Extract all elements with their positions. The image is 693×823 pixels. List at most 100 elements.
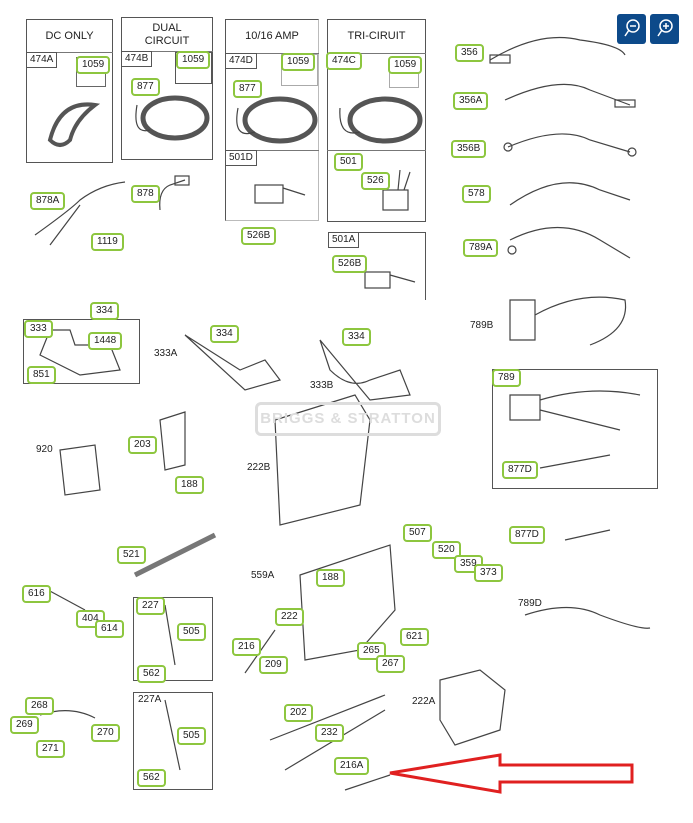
part-callout-216[interactable]: 216 — [232, 638, 261, 656]
zoom-in-icon — [657, 19, 673, 37]
part-callout-356[interactable]: 356 — [455, 44, 484, 62]
part-label-559A[interactable]: 559A — [251, 570, 275, 581]
part-callout-271[interactable]: 271 — [36, 740, 65, 758]
panel-title-10-16-amp: 10/16 AMP — [245, 30, 299, 42]
part-callout-227[interactable]: 227 — [136, 597, 165, 615]
part-callout-507[interactable]: 507 — [403, 524, 432, 542]
part-label-227A[interactable]: 227A — [138, 694, 162, 705]
part-callout-877[interactable]: 877 — [233, 80, 262, 98]
red-arrow — [389, 753, 634, 794]
part-callout-268[interactable]: 268 — [25, 697, 54, 715]
switch-789 — [509, 390, 641, 431]
part-callout-333[interactable]: 333 — [24, 320, 53, 338]
part-callout-1059[interactable]: 1059 — [388, 56, 423, 74]
part-callout-1059[interactable]: 1059 — [176, 51, 211, 69]
part-label-501D[interactable]: 501D — [225, 150, 257, 166]
bracket-203 — [159, 411, 186, 471]
stator-474A — [47, 102, 101, 147]
part-callout-521[interactable]: 521 — [117, 546, 146, 564]
part-callout-209[interactable]: 209 — [259, 656, 288, 674]
harness-356B — [507, 133, 631, 153]
part-callout-232[interactable]: 232 — [315, 724, 344, 742]
rod-521 — [133, 532, 217, 578]
part-callout-526B[interactable]: 526B — [332, 255, 368, 273]
wire-878A — [34, 181, 126, 246]
part-callout-789[interactable]: 789 — [492, 369, 521, 387]
zoom-out-button[interactable] — [617, 14, 646, 44]
part-callout-501[interactable]: 501 — [334, 153, 363, 171]
part-label-474D[interactable]: 474D — [225, 53, 257, 69]
part-callout-562[interactable]: 562 — [137, 665, 166, 683]
part-callout-267[interactable]: 267 — [376, 655, 405, 673]
part-callout-878[interactable]: 878 — [131, 185, 160, 203]
coil-333B — [319, 339, 411, 401]
part-callout-621[interactable]: 621 — [400, 628, 429, 646]
lever-227A — [164, 699, 181, 771]
zoom-out-icon — [624, 19, 640, 37]
part-callout-505[interactable]: 505 — [177, 727, 206, 745]
part-callout-1059[interactable]: 1059 — [76, 56, 111, 74]
part-callout-188[interactable]: 188 — [175, 476, 204, 494]
panel-501A — [328, 232, 426, 300]
part-callout-334[interactable]: 334 — [210, 325, 239, 343]
part-label-474B[interactable]: 474B — [121, 51, 153, 67]
part-callout-526B[interactable]: 526B — [241, 227, 277, 245]
part-callout-851[interactable]: 851 — [27, 366, 56, 384]
lever-227 — [164, 604, 176, 666]
part-callout-789A[interactable]: 789A — [463, 239, 499, 257]
part-label-222A[interactable]: 222A — [412, 696, 436, 707]
rod-216A — [344, 774, 391, 791]
part-callout-505[interactable]: 505 — [177, 623, 206, 641]
part-callout-216A[interactable]: 216A — [334, 757, 370, 775]
part-callout-1448[interactable]: 1448 — [88, 332, 123, 350]
zoom-in-button[interactable] — [650, 14, 679, 44]
part-callout-562[interactable]: 562 — [137, 769, 166, 787]
part-label-920[interactable]: 920 — [36, 444, 53, 455]
part-label-333A[interactable]: 333A — [154, 348, 178, 359]
part-label-789D[interactable]: 789D — [518, 598, 542, 609]
part-callout-616[interactable]: 616 — [22, 585, 51, 603]
part-callout-188[interactable]: 188 — [316, 569, 345, 587]
part-label-474A[interactable]: 474A — [26, 52, 58, 68]
watermark-logo: BRIGGS & STRATTON — [255, 402, 441, 436]
part-callout-222[interactable]: 222 — [275, 608, 304, 626]
part-label-501A[interactable]: 501A — [328, 232, 360, 248]
part-callout-334[interactable]: 334 — [342, 328, 371, 346]
part-callout-526[interactable]: 526 — [361, 172, 390, 190]
harness-877D — [539, 454, 611, 541]
part-label-333B[interactable]: 333B — [310, 380, 334, 391]
harness-789A — [509, 226, 631, 259]
part-callout-877D[interactable]: 877D — [509, 526, 545, 544]
divider — [225, 53, 319, 54]
part-callout-578[interactable]: 578 — [462, 185, 491, 203]
divider — [327, 150, 426, 151]
panel-dual-circuit — [121, 17, 213, 160]
part-callout-1119[interactable]: 1119 — [91, 233, 124, 251]
panel-tri-circuit — [327, 19, 426, 222]
rod-202 — [269, 694, 386, 741]
panel-title-dual-circuit: DUAL CIRCUIT — [144, 22, 190, 47]
part-callout-356A[interactable]: 356A — [453, 92, 489, 110]
part-callout-270[interactable]: 270 — [91, 724, 120, 742]
solenoid-920 — [59, 444, 101, 496]
part-callout-203[interactable]: 203 — [128, 436, 157, 454]
part-callout-269[interactable]: 269 — [10, 716, 39, 734]
part-callout-520[interactable]: 520 — [432, 541, 461, 559]
part-callout-878A[interactable]: 878A — [30, 192, 66, 210]
part-label-222B[interactable]: 222B — [247, 462, 271, 473]
part-callout-614[interactable]: 614 — [95, 620, 124, 638]
part-callout-334[interactable]: 334 — [90, 302, 119, 320]
part-callout-877D[interactable]: 877D — [502, 461, 538, 479]
part-callout-1059[interactable]: 1059 — [281, 53, 316, 71]
switch-789B — [509, 296, 627, 346]
stator-474D — [242, 96, 318, 144]
part-label-789B[interactable]: 789B — [470, 320, 494, 331]
part-callout-373[interactable]: 373 — [474, 564, 503, 582]
harness-356A — [504, 83, 631, 106]
part-callout-877[interactable]: 877 — [131, 78, 160, 96]
part-callout-202[interactable]: 202 — [284, 704, 313, 722]
part-callout-356B[interactable]: 356B — [451, 140, 487, 158]
part-callout-474C[interactable]: 474C — [326, 52, 362, 70]
bracket-222A — [439, 669, 506, 746]
